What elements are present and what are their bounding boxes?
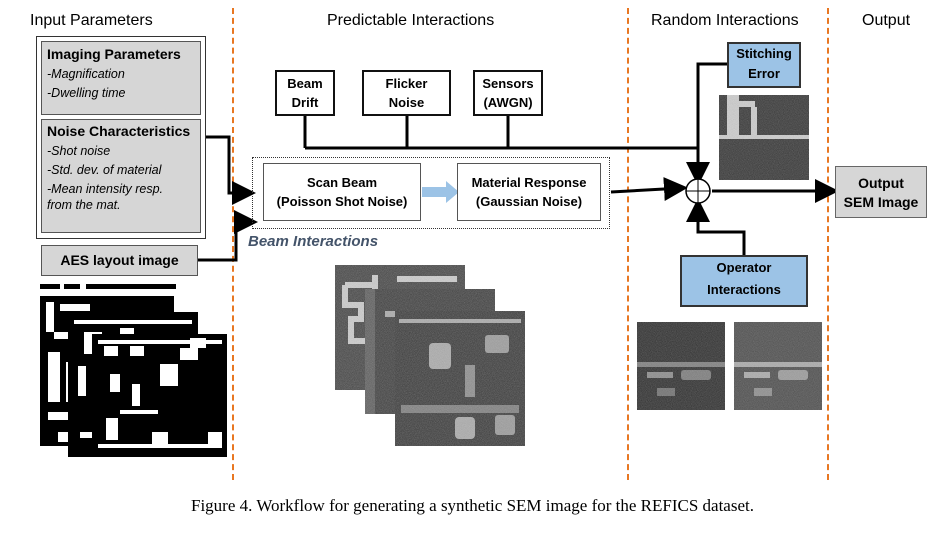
output-sem-image-box: Output SEM Image (835, 166, 927, 218)
operator-image-dark (637, 322, 725, 410)
operator-interactions-box: Operator Interactions (680, 255, 808, 307)
stitching-error-box: Stitching Error (727, 42, 801, 88)
scan-beam-title: Scan Beam (306, 174, 378, 190)
beam-interactions-label: Beam Interactions (248, 233, 379, 250)
material-response-subtitle: (Gaussian Noise) (475, 194, 583, 209)
output-line1: Output (858, 175, 904, 191)
beam-drift-box: Beam Drift (275, 70, 335, 116)
sensors-box: Sensors (AWGN) (473, 70, 543, 116)
imaging-item-magnification: -Magnification (47, 67, 125, 81)
separator-input (232, 8, 234, 480)
operator-image-light (734, 322, 822, 410)
operator-interactions-line2: Interactions (707, 282, 781, 298)
separator-predictable (627, 8, 629, 480)
noise-item-mean: -Mean intensity resp. (47, 181, 164, 196)
figure-caption: Figure 4. Workflow for generating a synt… (191, 496, 754, 515)
stitching-error-line2: Error (748, 66, 780, 82)
beam-interactions-group (252, 157, 610, 229)
flicker-noise-box: Flicker Noise (362, 70, 451, 116)
sensors-line2: (AWGN) (483, 95, 533, 110)
beam-flow-arrow-icon (422, 181, 459, 203)
column-header-output: Output (862, 12, 911, 29)
separator-random (827, 8, 829, 480)
beam-drift-line1: Beam (287, 75, 323, 91)
stitching-error-image (719, 95, 809, 180)
flicker-noise-line1: Flicker (385, 75, 428, 91)
scan-beam-box: Scan Beam (Poisson Shot Noise) (263, 163, 421, 221)
column-header-predictable: Predictable Interactions (327, 12, 495, 29)
noise-characteristics-title: Noise Characteristics (47, 123, 191, 139)
imaging-parameters-title: Imaging Parameters (47, 46, 181, 62)
sensors-line1: Sensors (482, 75, 534, 91)
noise-item-mean-cont: from the mat. (47, 198, 121, 212)
imaging-item-dwelling: -Dwelling time (47, 86, 126, 101)
aes-layout-image (40, 282, 227, 457)
noise-item-std: -Std. dev. of material (47, 163, 162, 178)
input-parameters-frame (36, 36, 206, 239)
output-line2: SEM Image (843, 193, 919, 210)
sem-image-stack (335, 265, 525, 446)
material-response-box: Material Response (Gaussian Noise) (457, 163, 601, 221)
noise-characteristics-box: Noise Characteristics -Shot noise -Std. … (41, 119, 201, 233)
scan-beam-subtitle: (Poisson Shot Noise) (276, 194, 408, 209)
aes-layout-label: AES layout image (41, 245, 198, 276)
beam-drift-line2: Drift (291, 95, 319, 110)
flicker-noise-line2: Noise (388, 95, 425, 110)
noise-item-shot: -Shot noise (47, 144, 111, 158)
column-header-input: Input Parameters (30, 12, 153, 29)
operator-interactions-line1: Operator (716, 260, 772, 275)
material-response-title: Material Response (471, 174, 587, 190)
stitching-error-line1: Stitching (736, 46, 792, 61)
column-header-random: Random Interactions (651, 12, 799, 29)
imaging-parameters-box: Imaging Parameters -Magnification -Dwell… (41, 41, 201, 115)
